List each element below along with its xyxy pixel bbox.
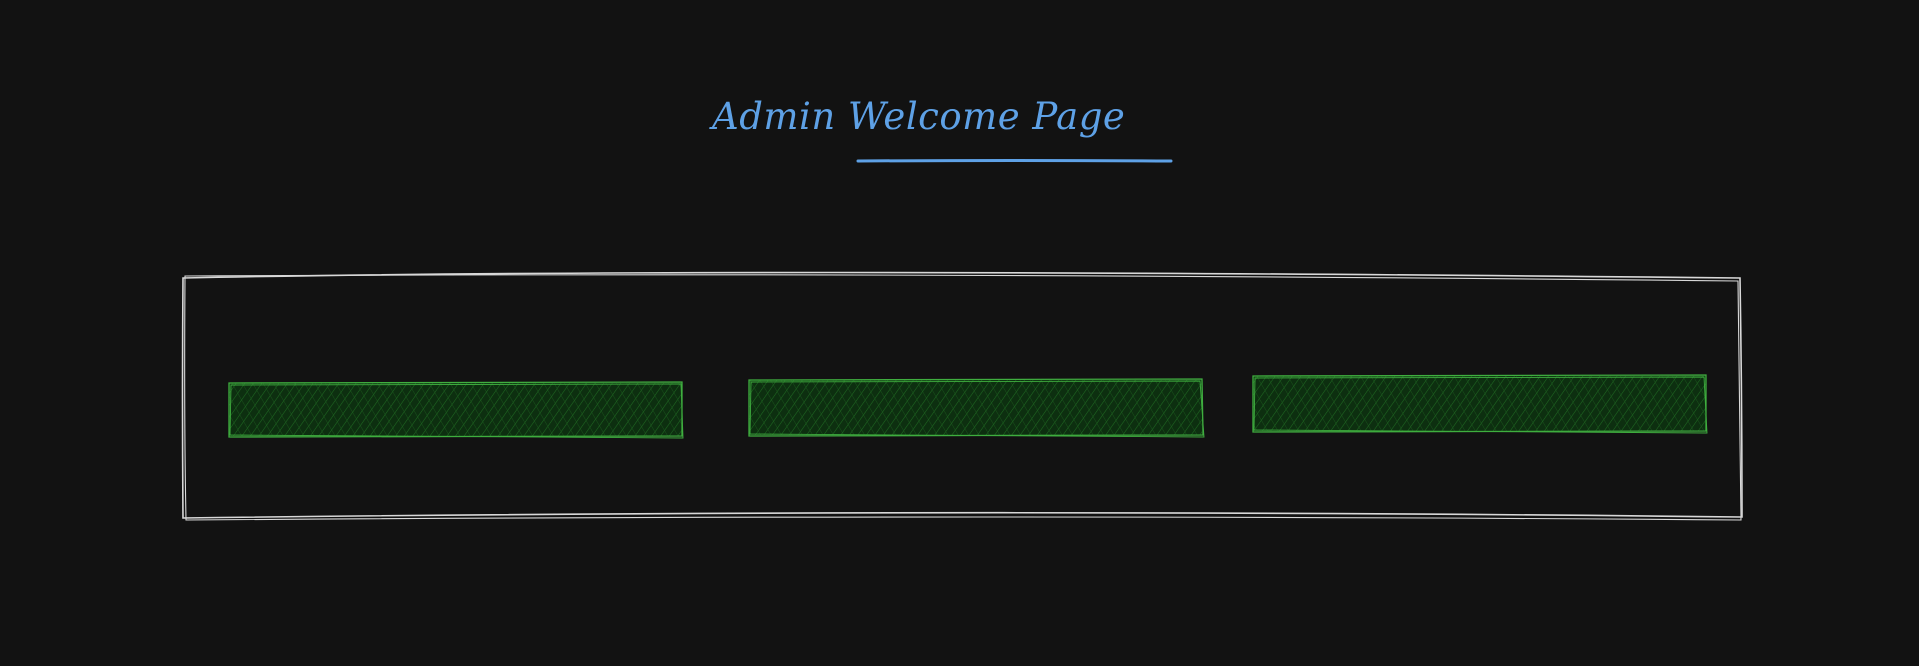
container-frame xyxy=(181,271,1743,521)
title-underline xyxy=(856,159,1173,163)
page-title: Admin Welcome Page xyxy=(712,95,1126,138)
block-1 xyxy=(228,381,684,439)
block-3 xyxy=(1252,374,1708,434)
block-2 xyxy=(748,378,1205,438)
